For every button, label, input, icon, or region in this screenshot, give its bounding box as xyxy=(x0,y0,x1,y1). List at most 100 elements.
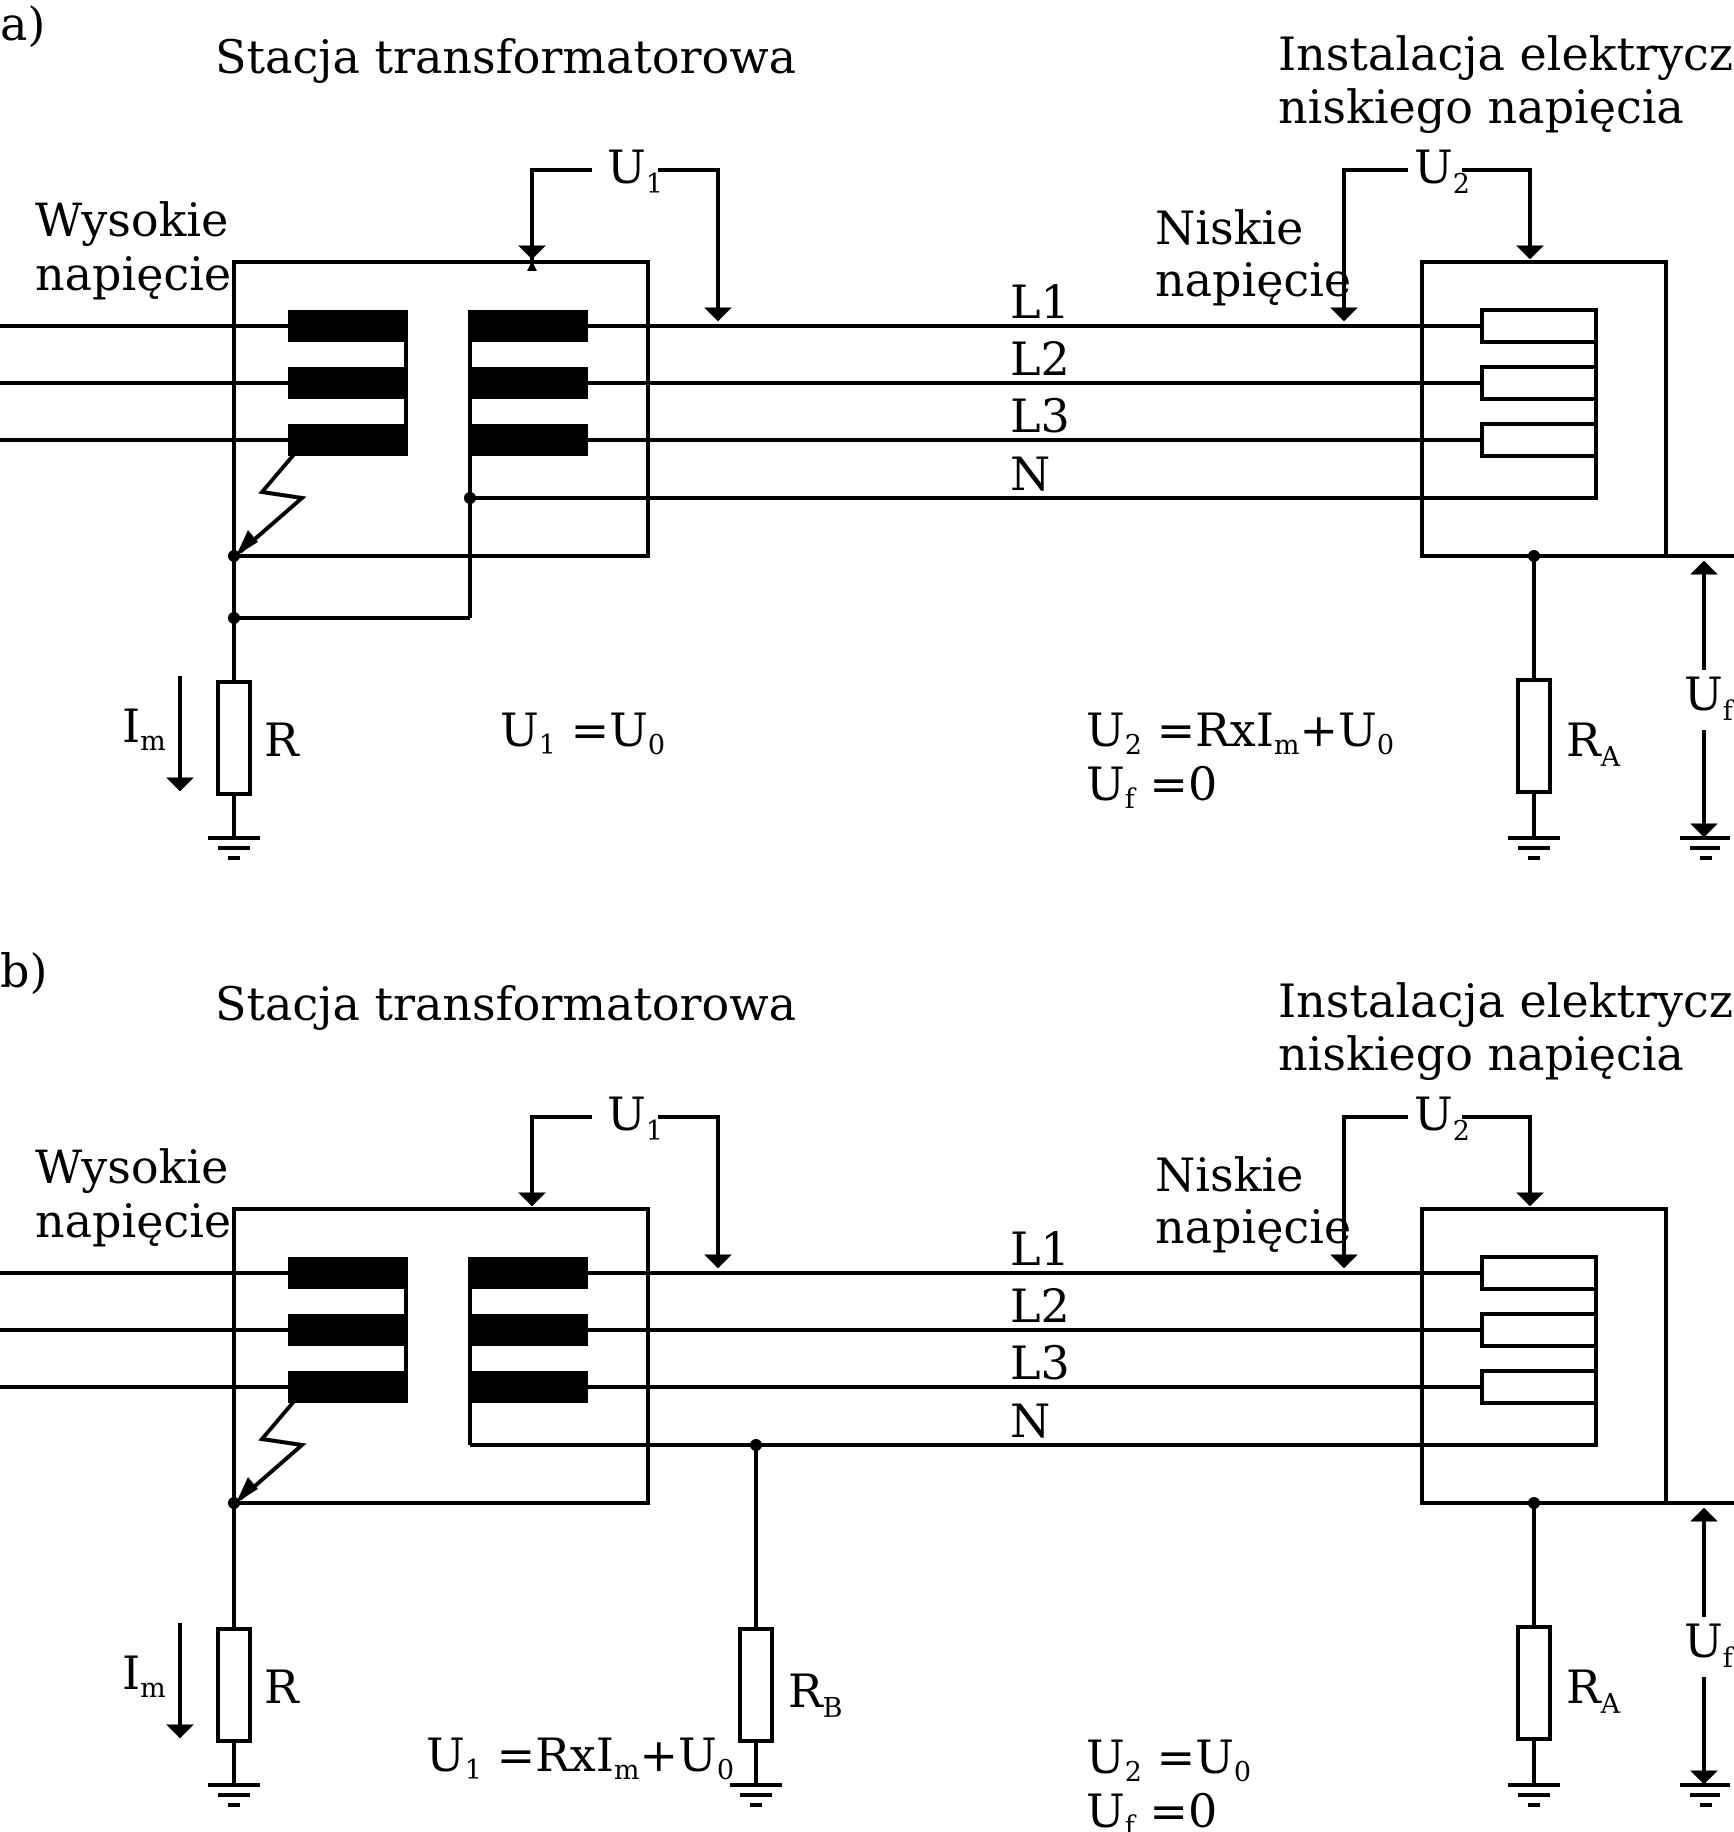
u1-label: U1 xyxy=(607,1087,663,1147)
line-label-l3: L3 xyxy=(1010,389,1070,443)
resistor-ra xyxy=(1516,678,1552,794)
neutral-conductor xyxy=(468,440,1598,618)
u1-bracket-left xyxy=(518,1115,592,1207)
uf-label: Uf xyxy=(1684,1614,1734,1674)
low-voltage-label-1: Niskie xyxy=(1155,1148,1303,1202)
resistor-r-label: R xyxy=(264,1660,300,1714)
high-voltage-label-2: napięcie xyxy=(35,247,231,301)
line-label-l1: L1 xyxy=(1010,1222,1070,1276)
installation-earth-conductor xyxy=(1532,554,1734,680)
installation-earth-conductor xyxy=(1532,1501,1734,1627)
installation-earth-junction xyxy=(1528,550,1540,562)
equation-uf: Uf =0 xyxy=(1086,1784,1217,1832)
installation-title-line-1: Instalacja elektryczna xyxy=(1278,974,1734,1028)
ground-icon xyxy=(208,836,260,860)
u1-bracket-right xyxy=(658,168,732,322)
ground-icon xyxy=(1508,836,1560,860)
high-voltage-label-1: Wysokie xyxy=(35,193,228,247)
low-voltage-phase-lines xyxy=(588,1271,1484,1389)
station-earth-junction-2 xyxy=(228,612,240,624)
current-im-label: Im xyxy=(122,699,166,757)
u1-bracket-right xyxy=(658,1115,732,1269)
resistor-ra xyxy=(1516,1625,1552,1741)
ground-icon xyxy=(1508,1783,1560,1807)
fault-arrow-head-icon xyxy=(236,1477,258,1503)
high-voltage-label-2: napięcie xyxy=(35,1194,231,1248)
ground-icon xyxy=(1680,836,1730,860)
secondary-winding-1 xyxy=(468,310,588,342)
line-label-l2: L2 xyxy=(1010,1279,1070,1333)
ground-icon xyxy=(208,1783,260,1807)
neutral-junction xyxy=(464,492,476,504)
ground-icon xyxy=(1680,1783,1730,1807)
panel-b: b) Stacja transformatorowa Instalacja el… xyxy=(0,944,1734,1832)
station-earth-junction xyxy=(228,1497,240,1509)
load-windings xyxy=(1480,308,1598,498)
installation-title-line-1: Instalacja elektryczna xyxy=(1278,27,1734,81)
secondary-winding-1 xyxy=(468,1257,588,1289)
low-voltage-phase-lines xyxy=(588,324,1484,442)
current-im-label: Im xyxy=(122,1646,166,1704)
resistor-rb-label: RB xyxy=(788,1664,842,1724)
station-earth-conductor xyxy=(232,1501,648,1629)
resistor-r xyxy=(216,680,252,796)
low-voltage-label-1: Niskie xyxy=(1155,201,1303,255)
u2-bracket-left xyxy=(1330,1115,1408,1269)
station-title: Stacja transformatorowa xyxy=(215,30,796,84)
fault-arc-icon xyxy=(238,1397,307,1501)
secondary-winding-3 xyxy=(468,424,588,456)
primary-winding-3 xyxy=(288,424,408,456)
panel-a: a) Stacja transformatorowa Instalacja el… xyxy=(0,0,1734,860)
equation-u2: U2 =U0 xyxy=(1086,1730,1251,1788)
equation-u1: U1 =U0 xyxy=(500,703,665,761)
secondary-winding-2 xyxy=(468,367,588,399)
station-earth-conductor xyxy=(232,554,648,682)
u2-bracket-right xyxy=(1462,168,1544,260)
fault-arrow-head-icon xyxy=(236,530,258,556)
low-voltage-label-2: napięcie xyxy=(1155,253,1351,307)
u1-bracket-left xyxy=(527,168,592,271)
primary-winding-2 xyxy=(288,1314,408,1346)
fault-arc-icon xyxy=(238,450,307,554)
high-voltage-lines xyxy=(0,1271,290,1389)
panel-letter: b) xyxy=(0,944,47,998)
primary-winding-1 xyxy=(288,1257,408,1289)
low-voltage-label-2: napięcie xyxy=(1155,1200,1351,1254)
uf-label: Uf xyxy=(1684,667,1734,727)
u2-label: U2 xyxy=(1414,140,1470,200)
secondary-winding-2 xyxy=(468,1314,588,1346)
transformer-station-box xyxy=(232,1207,650,1505)
high-voltage-label-1: Wysokie xyxy=(35,1140,228,1194)
secondary-winding-3 xyxy=(468,1371,588,1403)
line-label-l3: L3 xyxy=(1010,1336,1070,1390)
u1-label: U1 xyxy=(607,140,663,200)
ground-icon xyxy=(730,1783,782,1807)
high-voltage-lines xyxy=(0,324,290,442)
u2-bracket-left xyxy=(1330,168,1408,322)
installation-box xyxy=(1420,1207,1668,1505)
installation-earth-junction xyxy=(1528,1497,1540,1509)
primary-winding-1 xyxy=(288,310,408,342)
primary-winding-2 xyxy=(288,367,408,399)
resistor-rb xyxy=(738,1627,774,1743)
line-label-l1: L1 xyxy=(1010,275,1070,329)
line-label-l2: L2 xyxy=(1010,332,1070,386)
installation-title-line-2: niskiego napięcia xyxy=(1278,1027,1684,1081)
equation-u2: U2 =RxIm+U0 xyxy=(1086,703,1394,761)
panel-letter: a) xyxy=(0,0,45,51)
resistor-ra-label: RA xyxy=(1566,713,1621,773)
equation-uf: Uf =0 xyxy=(1086,757,1217,815)
line-label-n: N xyxy=(1010,1394,1050,1448)
resistor-r-label: R xyxy=(264,713,300,767)
equation-u1: U1 =RxIm+U0 xyxy=(426,1728,734,1786)
line-label-n: N xyxy=(1010,447,1050,501)
transformer-station-box xyxy=(232,260,650,558)
installation-box xyxy=(1420,260,1668,558)
resistor-ra-label: RA xyxy=(1566,1660,1621,1720)
u2-label: U2 xyxy=(1414,1087,1470,1147)
station-earth-junction-1 xyxy=(228,550,240,562)
resistor-r xyxy=(216,1627,252,1743)
u2-bracket-right xyxy=(1462,1115,1544,1207)
load-windings xyxy=(1480,1255,1598,1445)
